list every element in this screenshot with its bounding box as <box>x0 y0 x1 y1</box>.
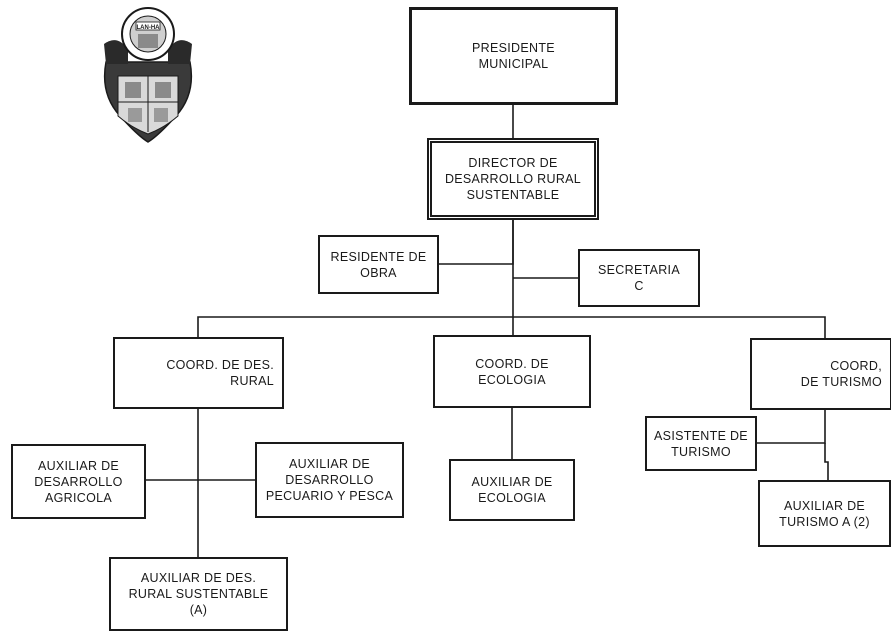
connector-lines <box>146 105 829 557</box>
node-asistente-turismo: ASISTENTE DE TURISMO <box>645 416 757 471</box>
edge-coord-turismo-to-aux-turismo <box>824 443 829 480</box>
node-secretaria: SECRETARIA C <box>578 249 700 307</box>
seal-shield <box>103 61 193 143</box>
municipal-seal-logo: LAN-HA <box>103 7 193 143</box>
edge-director-to-coord-turismo <box>513 316 826 338</box>
node-auxiliar-rural-sustentable: AUXILIAR DE DES. RURAL SUSTENTABLE (A) <box>109 557 288 631</box>
seal-crest: LAN-HA <box>104 7 192 64</box>
node-director-desarrollo-rural: DIRECTOR DE DESARROLLO RURAL SUSTENTABLE <box>427 138 599 220</box>
node-presidente-municipal: PRESIDENTE MUNICIPAL <box>409 7 618 105</box>
edge-director-to-residente <box>439 220 514 265</box>
edge-coord-rural-to-aux-agricola <box>146 409 199 481</box>
node-residente-de-obra: RESIDENTE DE OBRA <box>318 235 439 294</box>
node-coord-ecologia: COORD. DE ECOLOGIA <box>433 335 591 408</box>
edge-coord-turismo-to-asistente-turismo <box>757 410 826 444</box>
node-auxiliar-desarrollo-agricola: AUXILIAR DE DESARROLLO AGRICOLA <box>11 444 146 519</box>
edge-director-to-coord-rural <box>197 220 514 337</box>
node-coord-turismo: COORD, DE TURISMO <box>750 338 891 410</box>
svg-text:LAN-HA: LAN-HA <box>137 25 161 31</box>
node-auxiliar-desarrollo-pecuario: AUXILIAR DE DESARROLLO PECUARIO Y PESCA <box>255 442 404 518</box>
node-auxiliar-turismo: AUXILIAR DE TURISMO A (2) <box>758 480 891 547</box>
node-coord-des-rural: COORD. DE DES. RURAL <box>113 337 284 409</box>
node-auxiliar-ecologia: AUXILIAR DE ECOLOGIA <box>449 459 575 521</box>
